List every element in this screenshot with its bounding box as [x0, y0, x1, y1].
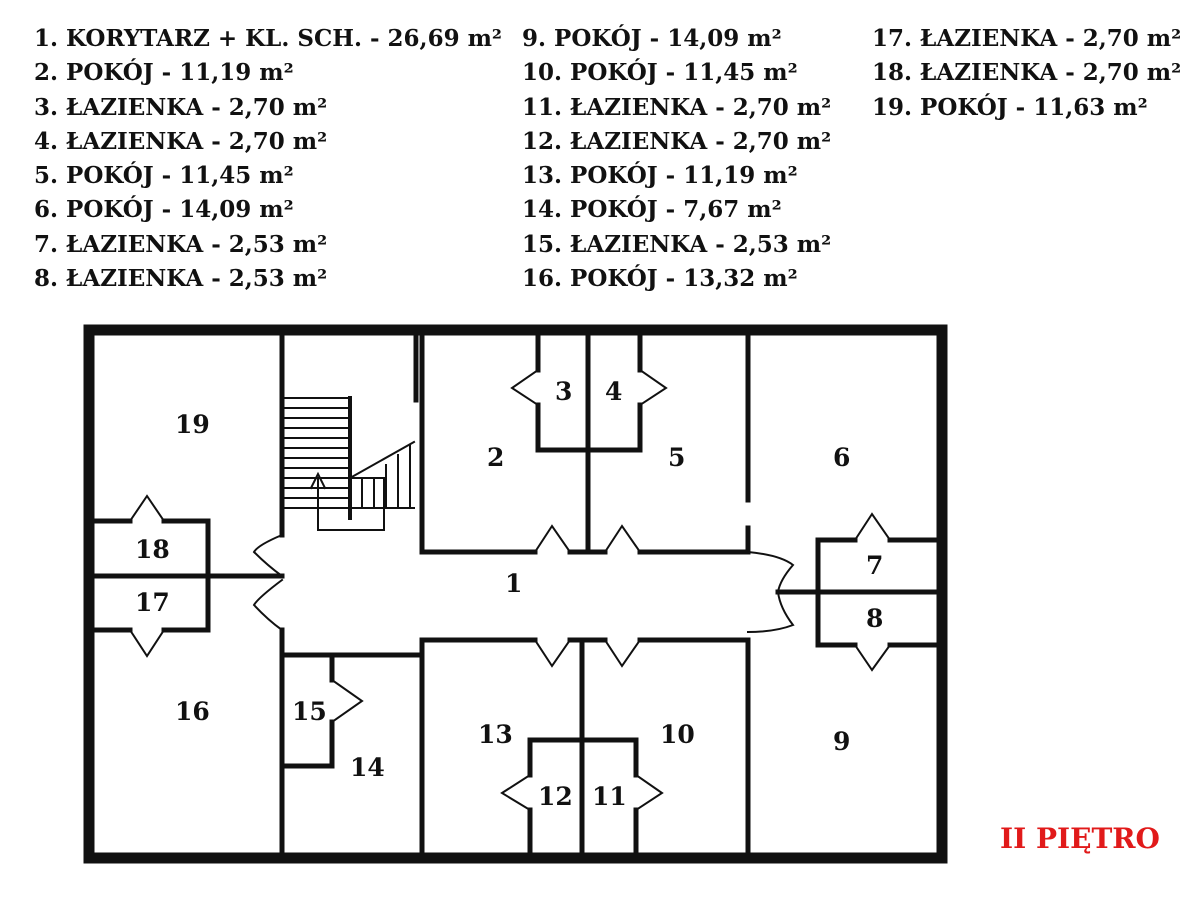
legend-item: 5. POKÓJ - 11,45 m² — [34, 162, 294, 190]
room-number-12: 12 — [538, 782, 573, 811]
room-number-10: 10 — [660, 720, 695, 749]
legend-column-2: 9. POKÓJ - 14,09 m² 10. POKÓJ - 11,45 m²… — [522, 22, 831, 296]
legend-item: 17. ŁAZIENKA - 2,70 m² — [872, 25, 1182, 52]
staircase — [284, 396, 416, 531]
legend-item: 18. ŁAZIENKA - 2,70 m² — [872, 59, 1182, 87]
doors — [128, 368, 892, 812]
legend-item: 2. POKÓJ - 11,19 m² — [34, 59, 294, 87]
room-number-14: 14 — [350, 753, 385, 782]
legend-item: 4. ŁAZIENKA - 2,70 m² — [34, 127, 328, 155]
legend-item: 1. KORYTARZ + KL. SCH. - 26,69 m² — [34, 25, 502, 52]
legend-item: 19. POKÓJ - 11,63 m² — [872, 93, 1148, 121]
interior-walls — [91, 332, 940, 856]
legend-item: 11. ŁAZIENKA - 2,70 m² — [522, 93, 832, 121]
room-number-7: 7 — [866, 551, 883, 580]
room-number-11: 11 — [592, 782, 627, 811]
legend-item: 16. POKÓJ - 13,32 m² — [522, 265, 798, 293]
room-number-18: 18 — [135, 535, 170, 564]
room-number-15: 15 — [292, 697, 327, 726]
room-number-3: 3 — [555, 377, 572, 406]
room-number-2: 2 — [487, 443, 504, 472]
room-number-8: 8 — [866, 604, 883, 633]
room-number-19: 19 — [175, 410, 210, 439]
room-labels: 1 2 3 4 5 6 7 8 9 10 11 12 13 14 15 16 1… — [135, 377, 883, 811]
floor-label: II PIĘTRO — [1000, 822, 1160, 855]
room-number-5: 5 — [668, 443, 685, 472]
room-number-6: 6 — [833, 443, 850, 472]
legend-column-1: 1. KORYTARZ + KL. SCH. - 26,69 m² 2. POK… — [34, 22, 502, 296]
legend-item: 8. ŁAZIENKA - 2,53 m² — [34, 265, 328, 293]
room-number-13: 13 — [478, 720, 513, 749]
outer-wall — [83, 324, 948, 864]
legend-item: 6. POKÓJ - 14,09 m² — [34, 196, 294, 224]
room-number-16: 16 — [175, 697, 210, 726]
legend-item: 12. ŁAZIENKA - 2,70 m² — [522, 127, 832, 155]
room-number-4: 4 — [605, 377, 622, 406]
legend-item: 15. ŁAZIENKA - 2,53 m² — [522, 230, 832, 258]
legend-item: 3. ŁAZIENKA - 2,70 m² — [34, 93, 328, 121]
legend-item: 14. POKÓJ - 7,67 m² — [522, 196, 782, 224]
legend-column-3: 17. ŁAZIENKA - 2,70 m² 18. ŁAZIENKA - 2,… — [872, 22, 1181, 125]
legend-item: 9. POKÓJ - 14,09 m² — [522, 25, 782, 52]
room-number-17: 17 — [135, 588, 170, 617]
room-number-9: 9 — [833, 727, 850, 756]
legend-item: 13. POKÓJ - 11,19 m² — [522, 162, 798, 190]
legend-item: 10. POKÓJ - 11,45 m² — [522, 59, 798, 87]
room-number-1: 1 — [505, 569, 522, 598]
legend-item: 7. ŁAZIENKA - 2,53 m² — [34, 230, 328, 258]
